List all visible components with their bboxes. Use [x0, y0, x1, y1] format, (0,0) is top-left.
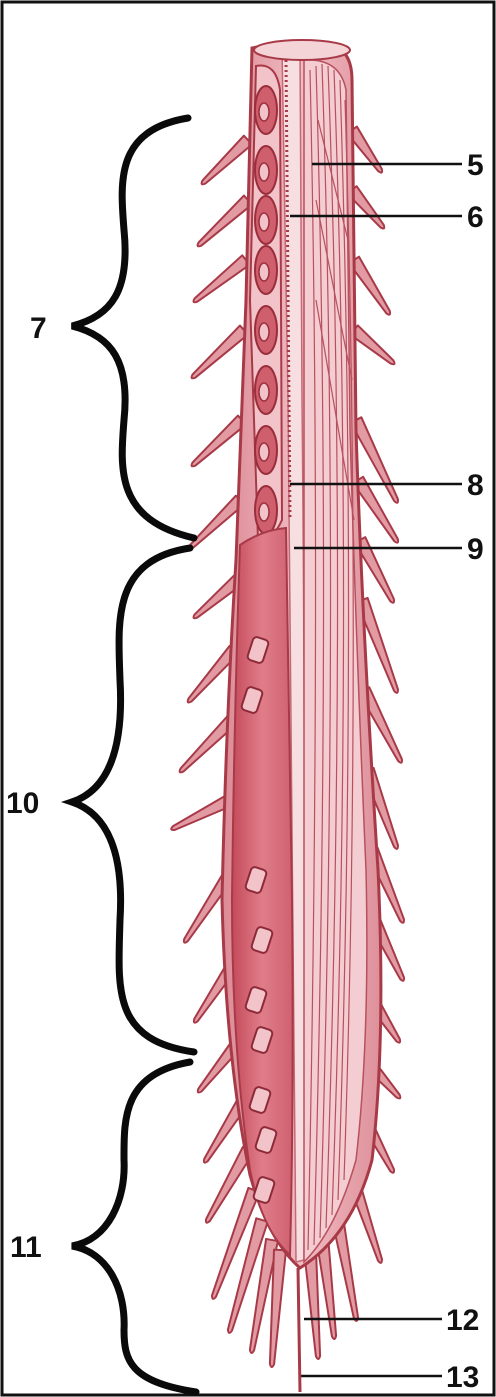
gut-segment-core [259, 213, 269, 231]
label-7: 7 [30, 312, 47, 345]
label-8: 8 [467, 469, 484, 502]
gut-segment-core [259, 323, 269, 341]
brace-10 [72, 548, 194, 1052]
cirrus [304, 1250, 320, 1359]
cirrus [350, 325, 394, 364]
gut-segment-core [259, 383, 269, 401]
gut-segment-core [259, 103, 269, 121]
cirrus [193, 255, 249, 302]
brace-11 [72, 1062, 196, 1392]
label-13: 13 [446, 1361, 479, 1394]
tail-filament [298, 1268, 300, 1392]
label-6: 6 [467, 201, 484, 234]
cirrus [198, 196, 252, 247]
label-12: 12 [446, 1304, 479, 1337]
label-5: 5 [467, 149, 484, 182]
label-9: 9 [467, 533, 484, 566]
gut-segment-core [259, 443, 269, 461]
label-10: 10 [6, 787, 39, 820]
gut-segment-core [259, 163, 269, 181]
brace-7 [72, 118, 194, 538]
gut-segment-core [259, 263, 269, 281]
cirrus [202, 136, 253, 185]
cirrus [192, 326, 248, 379]
cirrus [192, 416, 246, 467]
label-11: 11 [10, 1231, 42, 1264]
gut-segment-core [259, 503, 269, 521]
head-cap [254, 40, 350, 60]
braces [72, 118, 196, 1392]
